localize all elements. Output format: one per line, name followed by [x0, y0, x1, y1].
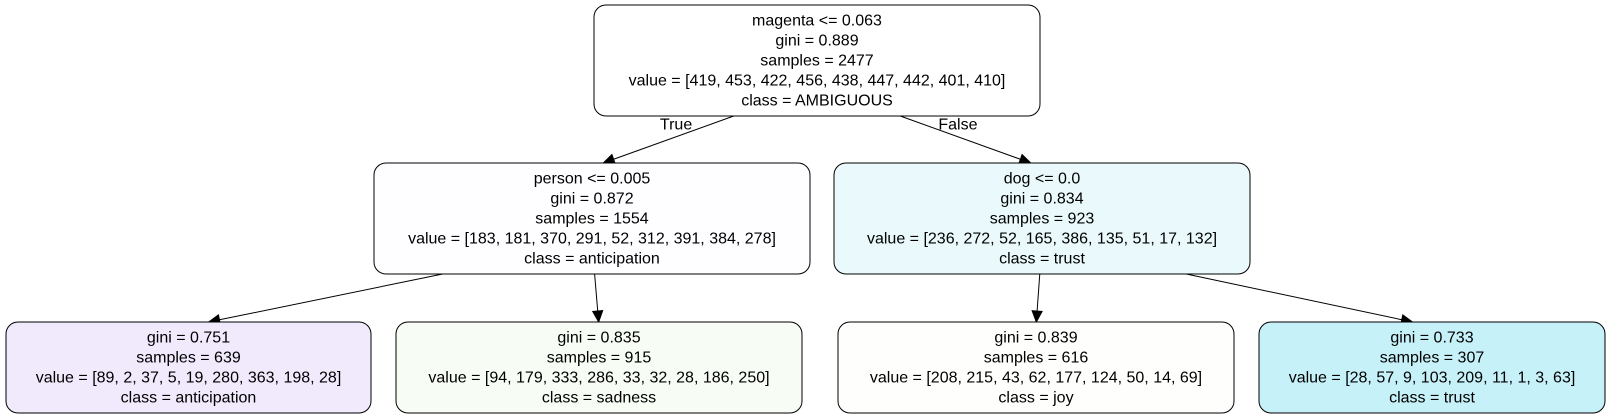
node-text-line: samples = 2477 [760, 53, 874, 70]
tree-node-root: magenta <= 0.063 gini = 0.889 samples = 24… [593, 4, 1041, 117]
edge-line [219, 273, 443, 321]
node-text-line: value = [208, 215, 43, 62, 177, 124, 50,… [870, 370, 1202, 387]
node-text-line: value = [183, 181, 370, 291, 52, 312, 39… [408, 231, 776, 248]
node-text-line: gini = 0.889 [775, 33, 858, 50]
tree-node-n2: dog <= 0.0 gini = 0.834 samples = 923 value… [833, 162, 1251, 275]
tree-node-n1: person <= 0.005 gini = 0.872 samples = 155… [373, 162, 811, 275]
node-text-line: samples = 923 [990, 211, 1095, 228]
node-text-line: class = anticipation [121, 390, 257, 407]
node-text-line: class = trust [999, 251, 1085, 268]
node-text-line: gini = 0.839 [994, 330, 1077, 347]
edge-arrowhead [591, 310, 604, 324]
node-box [373, 162, 811, 275]
tree-edge-root-n1: True [602, 115, 734, 165]
node-text-line: samples = 639 [136, 350, 241, 367]
node-text-line: samples = 307 [1380, 350, 1485, 367]
tree-edge-n1-n4 [591, 273, 604, 324]
node-box [1258, 321, 1606, 414]
node-box [395, 321, 803, 414]
tree-node-n6: gini = 0.733 samples = 307 value = [28, 57… [1258, 321, 1606, 414]
node-box [5, 321, 372, 414]
edge-label: True [660, 117, 692, 134]
edges-layer: True False [207, 115, 1414, 326]
tree-edge-n2-n6 [1186, 273, 1414, 326]
nodes-layer: magenta <= 0.063 gini = 0.889 samples = 24… [5, 4, 1606, 414]
node-text-line: value = [28, 57, 9, 103, 209, 11, 1, 3, … [1289, 370, 1576, 387]
tree-edge-root-n2: False [900, 115, 1032, 165]
node-text-line: gini = 0.872 [550, 191, 633, 208]
node-text-line: samples = 616 [984, 350, 1089, 367]
edge-line [900, 115, 1021, 160]
node-text-line: value = [236, 272, 52, 165, 386, 135, 51… [867, 231, 1217, 248]
node-text-line: value = [89, 2, 37, 5, 19, 280, 363, 198… [36, 370, 342, 387]
edge-arrowhead [1031, 310, 1043, 324]
node-box [837, 321, 1235, 414]
node-box [833, 162, 1251, 275]
node-text-line: class = anticipation [524, 251, 660, 268]
node-text-line: person <= 0.005 [534, 171, 651, 188]
tree-node-n5: gini = 0.839 samples = 616 value = [208, 2… [837, 321, 1235, 414]
node-text-line: magenta <= 0.063 [752, 13, 882, 30]
edge-line [1036, 273, 1041, 312]
node-text-line: class = joy [998, 390, 1073, 407]
node-text-line: gini = 0.751 [147, 330, 230, 347]
node-text-line: samples = 915 [547, 350, 652, 367]
edge-line [594, 273, 599, 312]
edge-line [613, 115, 734, 160]
node-box [593, 4, 1041, 117]
node-text-line: class = sadness [542, 390, 656, 407]
edge-label: False [938, 117, 977, 134]
tree-node-n4: gini = 0.835 samples = 915 value = [94, 17… [395, 321, 803, 414]
node-text-line: class = AMBIGUOUS [741, 93, 893, 110]
edge-line [1186, 273, 1402, 321]
tree-node-n3: gini = 0.751 samples = 639 value = [89, 2,… [5, 321, 372, 414]
node-text-line: value = [419, 453, 422, 456, 438, 447, 4… [629, 73, 1006, 90]
node-text-line: gini = 0.834 [1000, 191, 1083, 208]
node-text-line: samples = 1554 [535, 211, 649, 228]
node-text-line: value = [94, 179, 333, 286, 33, 32, 28, … [428, 370, 769, 387]
tree-edge-n1-n3 [207, 273, 443, 326]
node-text-line: class = trust [1389, 390, 1475, 407]
node-text-line: dog <= 0.0 [1004, 171, 1081, 188]
node-text-line: gini = 0.835 [557, 330, 640, 347]
tree-edge-n2-n5 [1031, 273, 1043, 324]
node-text-line: gini = 0.733 [1390, 330, 1473, 347]
